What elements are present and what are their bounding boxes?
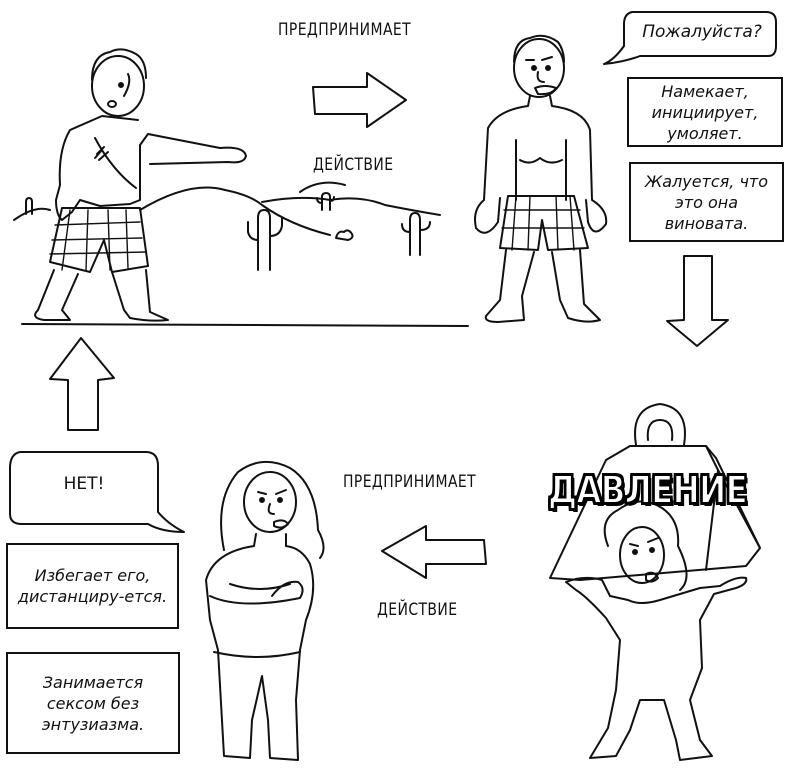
woman-crossed-arms-figure [205, 461, 325, 761]
speech-bubble-no-text: НЕТ! [63, 474, 105, 494]
speech-bubble-please-text: Пожалуйста? [642, 22, 762, 42]
speech-bubble-please [603, 11, 777, 65]
cactus-icon [316, 192, 335, 211]
top-arrow-label-top: ПРЕДПРИНИМАЕТ [278, 20, 412, 40]
arrow-down-icon [666, 255, 729, 347]
arrow-up-icon [49, 337, 115, 431]
behavior-box-avoids: Избегает его, дистанциру-ется. [6, 543, 179, 629]
behavior-box-complains: Жалуется, что это она виновата. [629, 162, 784, 242]
speech-bubble-no [9, 451, 185, 533]
bottom-arrow-label-bottom: ДЕЙСТВИЕ [377, 600, 458, 620]
cactus-icon [401, 212, 431, 256]
bottom-arrow-label-top: ПРЕДПРИНИМАЕТ [343, 472, 477, 492]
arrow-left-icon [381, 525, 487, 579]
pressure-weight-label: ДАВЛЕНИЕ [547, 467, 749, 513]
man-walking-away-figure [34, 48, 247, 322]
ground-line [21, 323, 469, 327]
hills [13, 181, 441, 236]
shrub-icon [335, 229, 354, 241]
arrow-right-icon [312, 72, 407, 128]
top-arrow-label-bottom: ДЕЙСТВИЕ [313, 155, 394, 175]
woman-lifting-weight-figure [549, 403, 761, 761]
cactus-icon [247, 209, 283, 271]
desert-scene [13, 181, 469, 327]
behavior-box-hints: Намекает, инициирует, умоляет. [627, 77, 783, 147]
man-pressing-figure [474, 34, 608, 323]
cactus-icon [25, 197, 33, 215]
behavior-box-unenthusiastic: Занимается сексом без энтузиазма. [6, 652, 180, 754]
